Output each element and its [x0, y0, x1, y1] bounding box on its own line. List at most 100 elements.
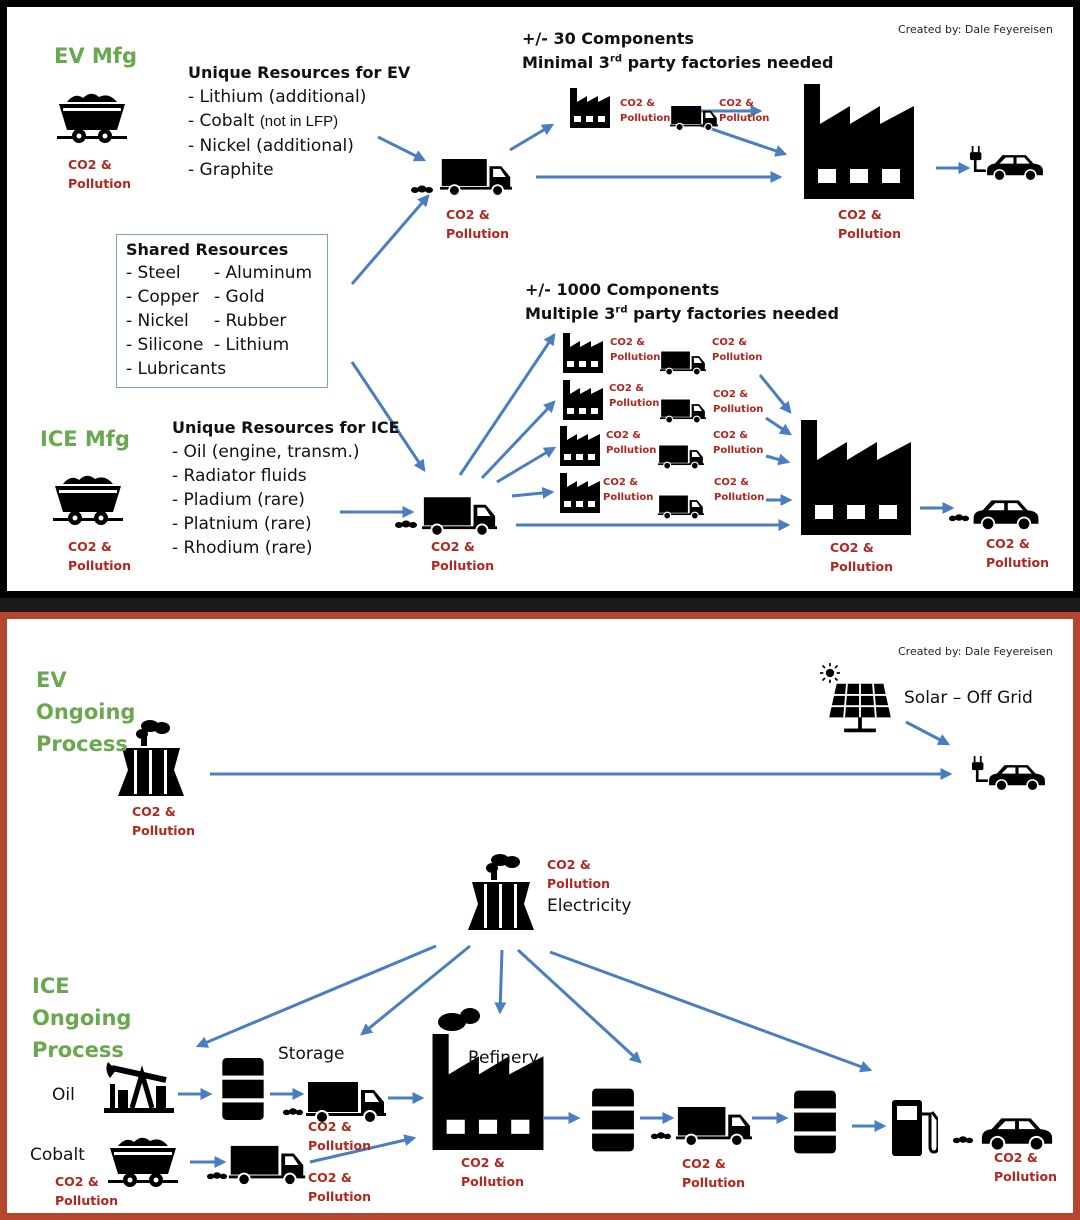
oil-pump-icon	[104, 1062, 174, 1113]
list-item: - Lithium (additional)	[188, 87, 367, 107]
co2-pollution-label: CO2 &Pollution	[68, 157, 131, 191]
list-item: - Pladium (rare)	[172, 490, 305, 510]
co2-pollution-label: CO2 &Pollution	[714, 477, 765, 503]
list-item: - Silicone	[126, 335, 204, 355]
list-item: - Nickel (additional)	[188, 136, 354, 156]
solar-panel-icon	[828, 682, 892, 734]
cobalt-label: Cobalt	[30, 1145, 85, 1165]
truck-icon	[658, 494, 704, 520]
coal-cart-icon	[57, 93, 127, 143]
list-item: - Steel	[126, 263, 181, 283]
co2-pollution-label: CO2 &Pollution	[838, 207, 901, 241]
list-item: - Cobalt (not in LFP)	[188, 111, 339, 131]
credit-text: Created by: Dale Feyereisen	[898, 23, 1053, 36]
oil-label: Oil	[52, 1085, 75, 1105]
truck-icon	[660, 350, 706, 376]
truck-icon	[658, 444, 704, 470]
ev-mfg-title: EV Mfg	[54, 44, 137, 68]
cobalt-note: (not in LFP)	[259, 113, 339, 130]
co2-pollution-label: CO2 &Pollution	[830, 540, 893, 574]
co2-pollution-label: CO2 &Pollution	[609, 383, 660, 409]
plug-icon	[968, 146, 986, 173]
co2-pollution-label: CO2 &Pollution	[431, 539, 494, 573]
list-item: - Copper	[126, 287, 199, 307]
co2-pollution-label: CO2 &Pollution	[994, 1150, 1057, 1184]
co2-pollution-label: CO2 &Pollution	[547, 857, 610, 891]
exhaust-icon	[282, 1108, 304, 1116]
ev-components-line1: +/- 30 Components	[522, 29, 694, 48]
shared-resources-left-list: - Steel - Copper - Nickel - Silicone - L…	[126, 261, 226, 381]
list-item: - Aluminum	[214, 263, 313, 283]
list-item: - Oil (engine, transm.)	[172, 442, 360, 462]
electric-car-icon	[986, 154, 1044, 182]
small-factory-icon	[570, 88, 610, 128]
exhaust-icon	[411, 185, 433, 193]
co2-pollution-label: CO2 &Pollution	[610, 337, 661, 363]
exhaust-icon	[952, 1136, 974, 1144]
list-item: - Lubricants	[126, 359, 227, 379]
small-factory-icon	[563, 333, 603, 373]
list-item: - Radiator fluids	[172, 466, 307, 486]
exhaust-icon	[650, 1132, 672, 1140]
credit-text: Created by: Dale Feyereisen	[898, 645, 1053, 658]
list-item: - Platnium (rare)	[172, 514, 312, 534]
co2-pollution-label: CO2 &Pollution	[603, 477, 654, 503]
sun-icon	[820, 663, 840, 683]
co2-pollution-label: CO2 &Pollution	[712, 337, 763, 363]
co2-pollution-label: CO2 &Pollution	[682, 1156, 745, 1190]
electricity-label: Electricity	[547, 896, 632, 916]
ice-components-line2: Multiple 3rd party factories needed	[525, 304, 839, 323]
ev-unique-list: - Lithium (additional) - Cobalt (not in …	[188, 85, 366, 182]
list-item: - Rubber	[214, 311, 287, 331]
electric-car-icon	[988, 764, 1046, 792]
co2-pollution-label: CO2 &Pollution	[713, 389, 764, 415]
factory-icon	[804, 84, 914, 199]
co2-pollution-label: CO2 &Pollution	[68, 539, 131, 573]
list-item: - Gold	[214, 287, 265, 307]
co2-pollution-label: CO2 &Pollution	[713, 430, 764, 456]
co2-pollution-label: CO2 &Pollution	[308, 1119, 371, 1153]
truck-icon	[440, 158, 512, 197]
shared-resources-title: Shared Resources	[126, 240, 289, 259]
list-item: - Lithium	[214, 335, 290, 355]
co2-pollution-label: CO2 &Pollution	[55, 1174, 118, 1208]
ice-mfg-title: ICE Mfg	[40, 427, 130, 451]
storage-label: Storage	[278, 1044, 345, 1064]
car-icon	[980, 1117, 1054, 1152]
co2-pollution-label: CO2 &Pollution	[620, 98, 671, 124]
co2-pollution-label: CO2 &Pollution	[461, 1155, 524, 1189]
exhaust-icon	[948, 514, 970, 522]
refinery-label: Refinery	[468, 1048, 539, 1068]
ice-unique-list: - Oil (engine, transm.) - Radiator fluid…	[172, 440, 360, 560]
truck-icon	[676, 1106, 752, 1147]
solar-label: Solar – Off Grid	[904, 688, 1033, 708]
truck-icon	[660, 398, 706, 424]
car-icon	[972, 499, 1040, 532]
manufacturing-arrows	[340, 105, 971, 531]
coal-cart-icon	[108, 1137, 178, 1187]
ice-unique-title: Unique Resources for ICE	[172, 418, 400, 437]
exhaust-icon	[395, 520, 417, 528]
co2-pollution-label: CO2 &Pollution	[132, 804, 195, 838]
ev-unique-title: Unique Resources for EV	[188, 63, 411, 82]
truck-icon	[422, 496, 497, 537]
ice-components-line1: +/- 1000 Components	[525, 280, 720, 299]
list-item: - Nickel	[126, 311, 189, 331]
barrel-icon	[590, 1088, 636, 1152]
coal-cart-icon	[53, 475, 123, 525]
refinery-icon	[432, 1008, 544, 1150]
small-factory-icon	[560, 473, 600, 513]
co2-pollution-label: CO2 &Pollution	[446, 207, 509, 241]
co2-pollution-label: CO2 &Pollution	[606, 430, 657, 456]
plug-icon	[970, 756, 988, 783]
fuel-pump-icon	[890, 1098, 938, 1158]
truck-icon	[228, 1144, 306, 1186]
co2-pollution-label: CO2 &Pollution	[986, 536, 1049, 570]
ongoing-arrows	[178, 720, 953, 1168]
list-item: - Graphite	[188, 160, 274, 180]
factory-icon	[801, 420, 911, 535]
power-plant-icon	[468, 854, 534, 930]
